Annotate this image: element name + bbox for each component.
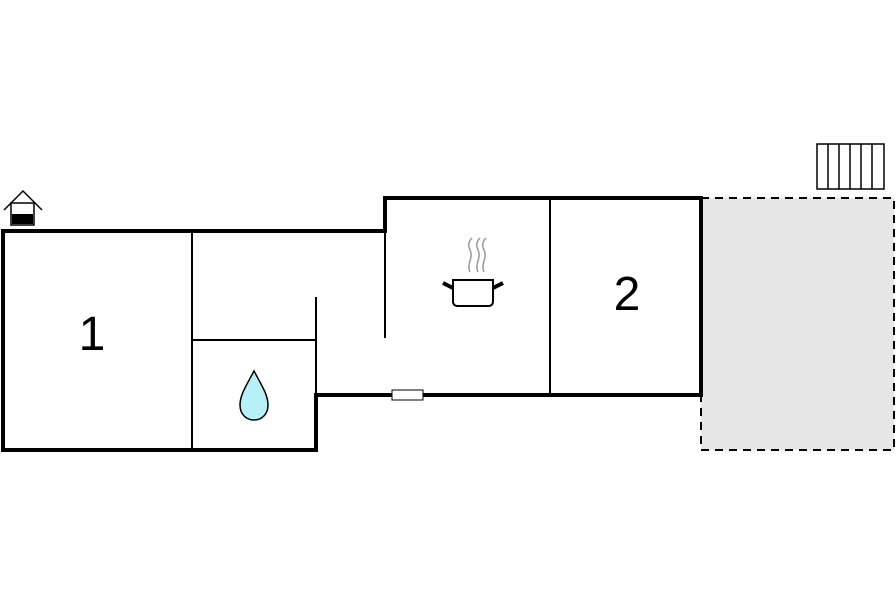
interior-walls — [191, 198, 551, 450]
terrace-area — [700, 197, 895, 451]
fence-icon — [816, 143, 885, 190]
water-drop-icon — [239, 369, 269, 421]
room-1-label: 1 — [79, 308, 106, 361]
exterior-wall — [1, 196, 703, 452]
room-2-label: 2 — [614, 268, 641, 321]
house-entrance-icon — [3, 189, 43, 226]
cooking-pot-icon — [442, 237, 504, 307]
window-icon — [391, 389, 424, 401]
